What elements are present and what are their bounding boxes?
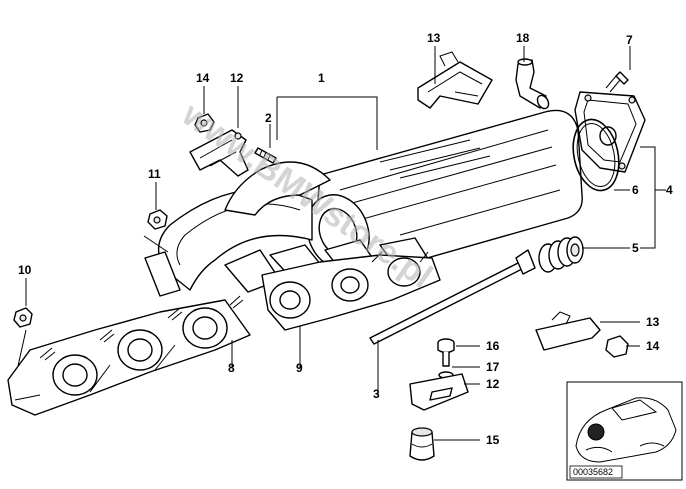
callout-7: 7 — [626, 33, 633, 47]
bracket-12-top-part — [189, 129, 249, 177]
hose-connector-part — [515, 58, 550, 110]
callout-numbers: 1 2 3 4 5 6 7 8 9 10 11 12 12 13 13 14 1… — [18, 31, 673, 447]
guide-tube-part — [369, 249, 536, 345]
callout-18: 18 — [516, 31, 530, 45]
exhaust-manifold-rear-part — [261, 251, 441, 331]
bellows-part — [538, 236, 584, 273]
bracket-13-lower-part — [535, 311, 601, 351]
callout-3: 3 — [373, 387, 380, 401]
nut-11-part — [147, 209, 168, 230]
callout-11: 11 — [148, 167, 161, 181]
callout-14-lower: 14 — [646, 339, 660, 353]
bolt-16-part — [437, 338, 455, 367]
bracket-12-lower-part — [409, 373, 469, 411]
callout-13-top: 13 — [427, 31, 441, 45]
callout-1: 1 — [318, 71, 325, 85]
callout-13-lower: 13 — [646, 315, 660, 329]
screw-7-part — [605, 71, 629, 93]
callout-12-lower: 12 — [486, 377, 500, 391]
callout-15: 15 — [486, 433, 500, 447]
callout-10: 10 — [18, 263, 32, 277]
nut-14-top-part — [194, 113, 215, 133]
callout-14-top: 14 — [196, 71, 210, 85]
callout-12-top: 12 — [230, 71, 244, 85]
bracket-13-top-part — [417, 51, 493, 109]
callout-5: 5 — [632, 241, 639, 255]
intake-manifold-part — [144, 109, 583, 297]
callout-9: 9 — [296, 361, 303, 375]
damper-15-part — [409, 427, 435, 461]
nut-14-lower-part — [605, 335, 629, 358]
leader-lines — [17, 46, 666, 441]
callout-17: 17 — [486, 360, 500, 374]
reference-code: 00035682 — [573, 467, 613, 477]
car-location-inset: 00035682 — [566, 381, 683, 481]
callout-6: 6 — [632, 183, 639, 197]
callout-2: 2 — [265, 111, 272, 125]
callout-4: 4 — [666, 183, 673, 197]
stud-part — [254, 147, 277, 164]
callout-16: 16 — [486, 339, 500, 353]
nut-10-part — [13, 307, 33, 328]
o-ring-part — [572, 118, 620, 192]
exhaust-manifold-front-part — [7, 295, 251, 416]
callout-8: 8 — [228, 361, 235, 375]
